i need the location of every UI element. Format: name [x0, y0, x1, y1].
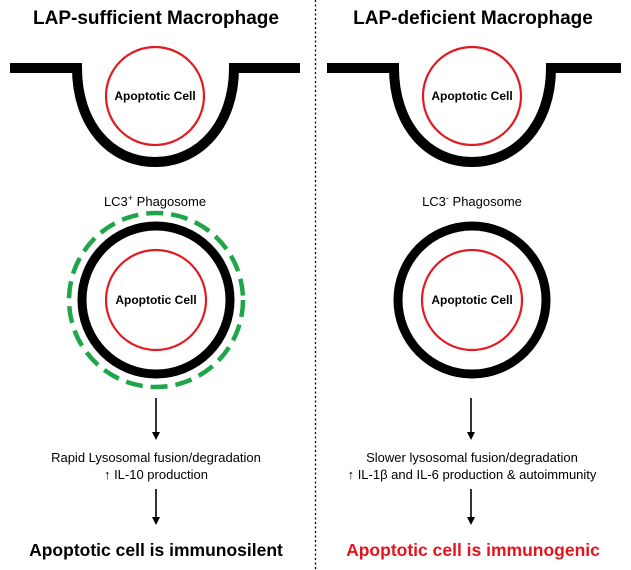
apoptotic-cell-label: Apoptotic Cell	[431, 293, 512, 307]
phagosome-label: LC3+ Phagosome	[104, 193, 206, 209]
apoptotic-cell-label: Apoptotic Cell	[431, 89, 512, 103]
lc3-coat-ring	[66, 210, 246, 390]
outcome-line-2: ↑ IL-10 production	[104, 467, 208, 482]
conclusion-text: Apoptotic cell is immunosilent	[29, 540, 283, 560]
apoptotic-cell-circle	[104, 248, 208, 352]
macrophage-membrane	[10, 63, 300, 168]
panel-title: LAP-sufficient Macrophage	[33, 8, 279, 29]
apoptotic-cell-circle	[421, 45, 523, 147]
panel-lap-deficient: LAP-deficient Macrophage Apoptotic Cell …	[327, 8, 621, 560]
apoptotic-cell-label: Apoptotic Cell	[115, 293, 196, 307]
macrophage-membrane	[327, 63, 621, 168]
outcome-line-1: Rapid Lysosomal fusion/degradation	[51, 450, 261, 465]
outcome-line-1: Slower lysosomal fusion/degradation	[366, 450, 578, 465]
phagosome-label: LC3- Phagosome	[422, 193, 522, 209]
apoptotic-cell-circle	[104, 45, 206, 147]
conclusion-text: Apoptotic cell is immunogenic	[346, 540, 600, 560]
apoptotic-cell-circle	[420, 248, 524, 352]
apoptotic-cell-label: Apoptotic Cell	[114, 89, 195, 103]
panel-title: LAP-deficient Macrophage	[353, 8, 593, 29]
outcome-line-2: ↑ IL-1β and IL-6 production & autoimmuni…	[348, 467, 597, 482]
panel-lap-sufficient: LAP-sufficient Macrophage Apoptotic Cell…	[10, 8, 300, 560]
